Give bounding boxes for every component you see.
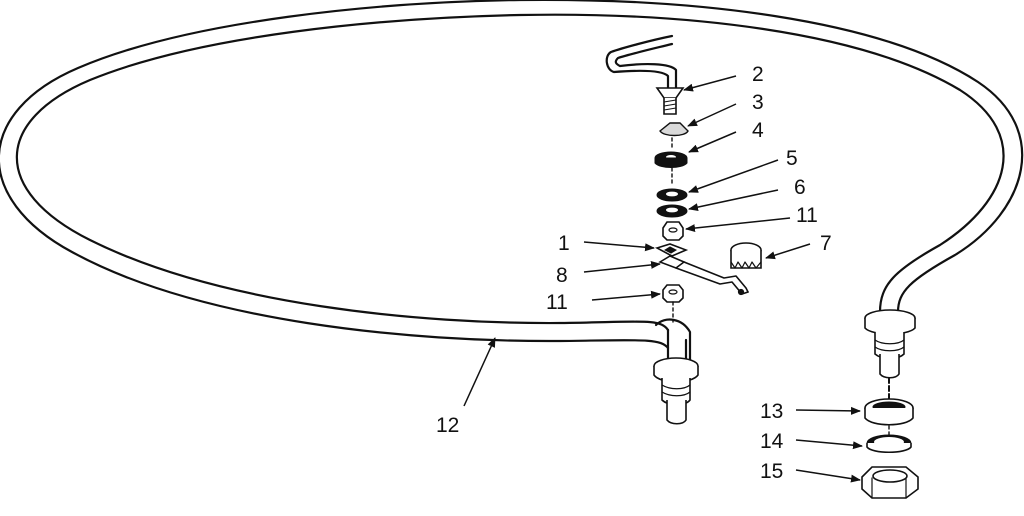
left-terminal xyxy=(653,318,699,425)
washer-14-part xyxy=(866,434,912,454)
leader-arrows xyxy=(463,75,863,483)
callout-1: 1 xyxy=(558,232,570,255)
flat-washer-part xyxy=(654,151,688,168)
leader-11b xyxy=(591,290,661,301)
leader-5 xyxy=(688,159,779,193)
gasket-part xyxy=(864,398,914,426)
callout-15: 15 xyxy=(760,460,783,483)
callout-11b: 11 xyxy=(546,291,568,314)
leader-2 xyxy=(683,75,737,92)
terminal-hook xyxy=(605,34,678,90)
callout-14: 14 xyxy=(760,430,784,453)
washer-6-part xyxy=(656,204,688,218)
heating-element-loop xyxy=(0,0,1024,350)
thermostat-bracket-part xyxy=(654,243,749,296)
nut-upper-part xyxy=(662,221,684,241)
nut-lower-part xyxy=(662,284,684,303)
leader-14 xyxy=(795,439,863,450)
leader-4 xyxy=(688,131,737,153)
right-terminal xyxy=(864,309,916,403)
callout-labels: 2 3 4 5 6 11 7 1 8 11 12 13 14 15 xyxy=(436,63,832,483)
hex-nut-part xyxy=(861,466,919,499)
callout-6: 6 xyxy=(794,176,806,199)
callout-13: 13 xyxy=(760,400,783,423)
leader-1 xyxy=(583,241,655,252)
leader-13 xyxy=(795,406,861,415)
callout-12: 12 xyxy=(436,414,459,437)
leader-6 xyxy=(688,189,779,212)
screw-part xyxy=(655,87,685,115)
leader-3 xyxy=(687,103,737,127)
leader-11a xyxy=(685,217,791,233)
callout-5: 5 xyxy=(786,147,798,170)
callout-4: 4 xyxy=(752,119,764,142)
leader-7 xyxy=(765,243,811,260)
thermostat-cap-part xyxy=(730,242,762,269)
cone-washer-part xyxy=(659,122,689,137)
washer-5-part xyxy=(656,188,688,202)
callout-11a: 11 xyxy=(796,204,818,227)
callout-3: 3 xyxy=(752,91,764,114)
callout-2: 2 xyxy=(752,63,764,86)
callout-8: 8 xyxy=(556,264,568,287)
leader-12 xyxy=(463,337,496,407)
leader-15 xyxy=(795,469,861,483)
leader-8 xyxy=(583,260,661,273)
callout-7: 7 xyxy=(820,232,832,255)
